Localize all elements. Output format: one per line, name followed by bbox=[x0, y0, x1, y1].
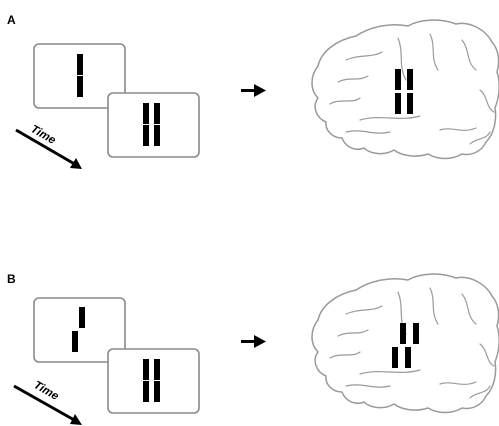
bar bbox=[413, 323, 419, 344]
time-arrow: Time bbox=[13, 379, 82, 425]
stimulus-second-bars bbox=[143, 359, 160, 402]
bar bbox=[407, 93, 413, 114]
bar bbox=[143, 381, 149, 402]
bar bbox=[79, 307, 85, 328]
bar bbox=[143, 125, 149, 146]
stimulus-card-second bbox=[107, 348, 200, 414]
bar bbox=[395, 69, 401, 90]
bar bbox=[395, 93, 401, 114]
bar bbox=[143, 103, 149, 124]
panel-b: B Time bbox=[7, 272, 499, 425]
panel-label: B bbox=[7, 272, 16, 286]
stimulus-card-second bbox=[107, 92, 200, 158]
time-arrow: Time bbox=[15, 123, 82, 169]
stimulus-first-bars bbox=[72, 307, 85, 352]
stimulus-second-bars bbox=[143, 103, 160, 146]
bar bbox=[405, 347, 411, 368]
brain-icon bbox=[311, 19, 499, 160]
right-arrow-icon bbox=[241, 335, 266, 348]
bar bbox=[77, 54, 83, 75]
panel-a: A Time bbox=[7, 13, 499, 169]
bar bbox=[154, 125, 160, 146]
percept-bars bbox=[395, 69, 413, 114]
bar bbox=[77, 76, 83, 97]
right-arrow-icon bbox=[241, 84, 266, 97]
bar bbox=[400, 323, 406, 344]
bar bbox=[392, 347, 398, 368]
bar bbox=[154, 381, 160, 402]
bar bbox=[154, 103, 160, 124]
panel-label: A bbox=[7, 13, 16, 27]
stimulus-first-bars bbox=[77, 54, 83, 97]
bar bbox=[72, 331, 78, 352]
stimulus-card-first bbox=[33, 297, 126, 363]
bar bbox=[407, 69, 413, 90]
bar bbox=[154, 359, 160, 380]
bar bbox=[143, 359, 149, 380]
time-label: Time bbox=[29, 123, 59, 147]
percept-bars bbox=[392, 323, 419, 368]
